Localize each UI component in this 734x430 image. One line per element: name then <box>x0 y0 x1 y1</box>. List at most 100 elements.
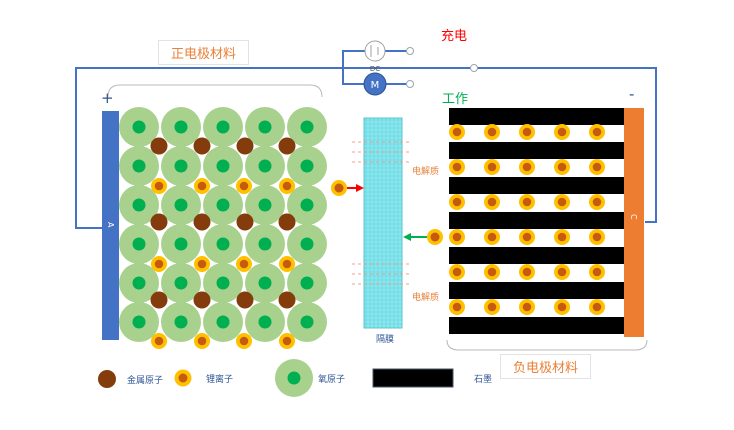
legend-graphite-swatch <box>372 368 454 388</box>
lithium-ion <box>484 124 500 140</box>
lithium-ion <box>589 124 605 140</box>
metal-atom <box>150 213 168 231</box>
lithium-ion <box>236 178 252 194</box>
separator-label: 隔膜 <box>376 335 395 345</box>
lithium-ion <box>589 194 605 210</box>
legend-graphite-label: 石墨 <box>474 375 493 385</box>
oxygen-atom <box>203 107 243 147</box>
lithium-ion <box>449 124 465 140</box>
cathode-plate-letter: A <box>106 222 115 228</box>
lithium-ion <box>484 159 500 175</box>
legend-oxygen-atom-icon <box>275 359 313 397</box>
separator-membrane <box>363 117 403 329</box>
metal-atom <box>150 291 168 309</box>
lithium-ion <box>554 194 570 210</box>
legend-metal-atom-label: 金属原子 <box>127 376 164 386</box>
metal-atom <box>236 213 254 231</box>
legend-oxygen-atom-label: 氧原子 <box>318 375 346 385</box>
cathode-plate <box>102 111 119 340</box>
lithium-ion <box>449 299 465 315</box>
oxygen-atom <box>245 185 285 225</box>
oxygen-atom <box>245 263 285 303</box>
oxygen-atom <box>287 263 327 303</box>
cathode-bracket <box>107 84 323 98</box>
metal-atom <box>278 213 296 231</box>
lithium-ion <box>194 178 210 194</box>
oxygen-atom <box>245 146 285 186</box>
lithium-ion <box>279 178 295 194</box>
oxygen-atom <box>203 185 243 225</box>
oxygen-atom <box>161 302 201 342</box>
electrolyte-label-bottom: 电解质 <box>412 293 440 303</box>
negative-terminal-sign: - <box>629 85 635 103</box>
lithium-ion <box>236 333 252 349</box>
anode-bracket <box>446 339 648 351</box>
oxygen-atom <box>119 146 159 186</box>
oxygen-atom <box>287 302 327 342</box>
graphite-layer <box>449 212 624 229</box>
oxygen-atom <box>287 146 327 186</box>
metal-atom <box>236 291 254 309</box>
oxygen-atom <box>119 224 159 264</box>
circuit-wires <box>75 50 657 229</box>
lithium-ion <box>449 264 465 280</box>
switch-contacts <box>406 47 478 88</box>
lithium-ion <box>519 264 535 280</box>
oxygen-atom <box>203 224 243 264</box>
oxygen-atom <box>161 224 201 264</box>
graphite-layer <box>449 247 624 264</box>
oxygen-atom <box>161 146 201 186</box>
oxygen-atom <box>119 107 159 147</box>
anode-plate-letter: C <box>629 214 638 220</box>
lithium-ion <box>194 333 210 349</box>
graphite-layer <box>449 317 624 334</box>
negative-material-label: 负电极材料 <box>500 354 592 379</box>
lithium-ion <box>279 333 295 349</box>
positive-material-label: 正电极材料 <box>158 40 250 65</box>
oxygen-atom <box>203 146 243 186</box>
lithium-ion <box>194 256 210 272</box>
electrolyte-dashes <box>352 141 412 285</box>
metal-atom <box>278 291 296 309</box>
graphite-layers <box>449 108 624 334</box>
oxygen-atom <box>245 224 285 264</box>
lithium-ion <box>151 256 167 272</box>
lithium-ion <box>484 194 500 210</box>
motor-label: M <box>371 80 380 91</box>
work-label: 工作 <box>442 92 469 107</box>
lithium-ion <box>519 124 535 140</box>
lithium-ion <box>519 194 535 210</box>
lithium-ion <box>236 256 252 272</box>
lithium-ion <box>554 124 570 140</box>
lithium-ion <box>151 178 167 194</box>
lithium-ion <box>589 264 605 280</box>
oxygen-atom <box>119 263 159 303</box>
lithium-ion <box>589 299 605 315</box>
legend-metal-atom-icon <box>98 370 116 388</box>
charge-label: 充电 <box>441 29 468 44</box>
cathode-lattice <box>119 107 327 349</box>
lithium-ion <box>589 229 605 245</box>
graphite-layer <box>449 108 624 125</box>
oxygen-atom <box>203 263 243 303</box>
anode-plate <box>624 108 644 337</box>
lithium-ion <box>449 159 465 175</box>
lithium-ion <box>279 256 295 272</box>
metal-atom <box>150 137 168 155</box>
metal-atom <box>236 137 254 155</box>
metal-atom <box>278 137 296 155</box>
lithium-ion <box>554 159 570 175</box>
electrolyte-label-top: 电解质 <box>412 167 440 177</box>
oxygen-atom <box>161 185 201 225</box>
lithium-ion <box>449 194 465 210</box>
motor-icon <box>363 72 387 96</box>
lithium-ion <box>554 229 570 245</box>
oxygen-atom <box>203 302 243 342</box>
lithium-ion <box>519 229 535 245</box>
oxygen-atom <box>287 224 327 264</box>
graphite-layer <box>449 282 624 299</box>
charge-ion-arrow <box>403 229 443 245</box>
anode-lithium-ions <box>449 124 605 315</box>
lithium-ion <box>449 229 465 245</box>
